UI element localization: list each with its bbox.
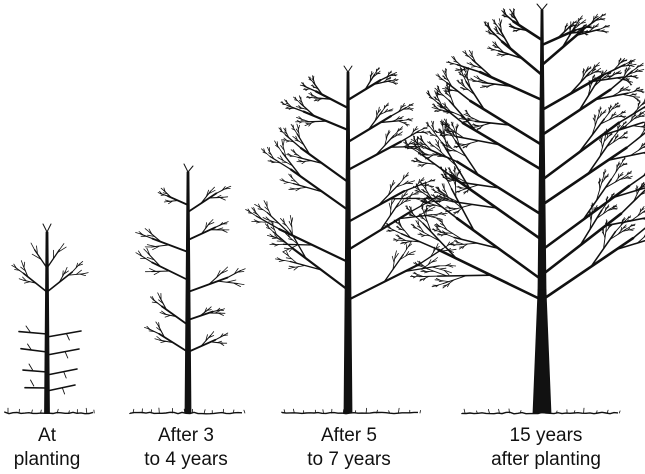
caption-3-to-4-years: After 3 to 4 years: [144, 424, 227, 472]
caption-15-years: 15 years after planting: [491, 424, 601, 472]
caption-5-to-7-years-line2: to 7 years: [307, 448, 390, 472]
caption-15-years-line2: after planting: [491, 448, 601, 472]
caption-15-years-line1: 15 years: [491, 424, 601, 448]
caption-3-to-4-years-line2: to 4 years: [144, 448, 227, 472]
caption-3-to-4-years-line1: After 3: [144, 424, 227, 448]
caption-at-planting-line2: planting: [14, 448, 81, 472]
caption-5-to-7-years: After 5 to 7 years: [307, 424, 390, 472]
tree-at-planting: [5, 224, 94, 414]
caption-at-planting-line1: At: [14, 424, 81, 448]
caption-5-to-7-years-line1: After 5: [307, 424, 390, 448]
caption-at-planting: At planting: [14, 424, 81, 472]
tree-5-to-7-years: [246, 66, 457, 414]
tree-15-years: [385, 4, 645, 414]
tree-3-to-4-years: [130, 164, 245, 414]
tree-drawings: [5, 4, 645, 414]
